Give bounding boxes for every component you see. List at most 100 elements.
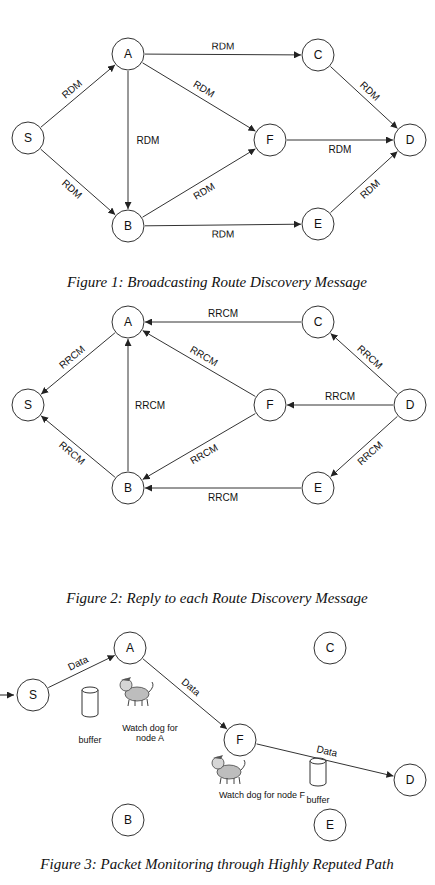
node-label: D xyxy=(406,773,415,787)
node-label: B xyxy=(124,813,132,827)
network-node: A xyxy=(111,37,145,71)
edge-label: RRCM xyxy=(133,400,167,411)
message-arrow xyxy=(41,65,115,127)
node-label: B xyxy=(124,219,132,233)
edge-label: RDM xyxy=(356,176,383,202)
node-text-holder: E xyxy=(314,217,322,231)
message-arrow xyxy=(143,331,256,397)
node-label: S xyxy=(29,688,37,702)
node-label: A xyxy=(124,315,132,329)
network-node: D xyxy=(393,123,427,157)
node-text-holder: E xyxy=(314,481,322,495)
node-text-holder: S xyxy=(24,398,32,412)
network-node: B xyxy=(111,209,145,243)
watchdog-label: Watch dog for node F xyxy=(212,790,312,800)
watchdog-label: Watch dog for node A xyxy=(115,723,185,744)
node-label: E xyxy=(314,217,322,231)
message-arrow xyxy=(128,339,129,471)
network-node: D xyxy=(393,763,427,797)
node-text-holder: S xyxy=(29,688,37,702)
node-text-holder: C xyxy=(314,315,323,329)
message-arrow xyxy=(145,224,301,226)
message-arrow xyxy=(145,322,301,323)
network-node: E xyxy=(301,207,335,241)
node-label: D xyxy=(406,133,415,147)
edge-label: RRCM xyxy=(186,342,221,369)
node-text-holder: B xyxy=(124,219,132,233)
edge-label: RDM xyxy=(210,228,237,239)
network-node: A xyxy=(111,305,145,339)
node-label: E xyxy=(326,818,334,832)
edge-label: Data xyxy=(314,743,341,759)
edge-label: Data xyxy=(178,675,204,700)
edge-label: RRCM xyxy=(354,438,387,469)
node-text-holder: A xyxy=(124,315,132,329)
edge-label: RRCM xyxy=(206,492,240,503)
node-text-holder: C xyxy=(326,641,335,655)
node-text-holder: A xyxy=(124,47,132,61)
node-text-holder: B xyxy=(124,481,132,495)
network-node: B xyxy=(111,803,145,837)
watchdog-icon xyxy=(120,677,153,706)
figure-caption: Figure 1: Broadcasting Route Discovery M… xyxy=(7,274,427,291)
edge-label: Data xyxy=(64,653,91,674)
node-text-holder: A xyxy=(126,641,134,655)
network-node: B xyxy=(111,471,145,505)
node-label: F xyxy=(266,133,273,147)
message-arrow xyxy=(143,149,256,217)
node-text-holder: D xyxy=(406,398,415,412)
network-node: F xyxy=(253,123,287,157)
edge-label: RRCM xyxy=(206,308,240,319)
network-node: F xyxy=(223,723,257,757)
node-text-holder: E xyxy=(326,818,334,832)
edge-label: RRCM xyxy=(323,391,357,402)
message-arrow xyxy=(41,149,115,215)
figure-caption: Figure 2: Reply to each Route Discovery … xyxy=(7,590,427,607)
buffer-icon xyxy=(310,758,326,786)
message-arrow xyxy=(331,151,398,212)
network-node: E xyxy=(313,808,347,842)
edge-label: RDM xyxy=(357,78,384,104)
network-node: C xyxy=(313,631,347,665)
node-text-holder: F xyxy=(236,733,243,747)
message-arrow xyxy=(143,63,256,131)
node-text-holder: F xyxy=(266,133,273,147)
message-arrow xyxy=(41,333,115,394)
network-node: F xyxy=(253,388,287,422)
node-label: C xyxy=(314,315,323,329)
edge-label: RDM xyxy=(135,135,162,146)
node-label: S xyxy=(24,131,32,145)
network-node: E xyxy=(301,471,335,505)
network-node: A xyxy=(113,631,147,665)
message-arrow xyxy=(143,659,227,729)
node-text-holder: D xyxy=(406,133,415,147)
message-arrow xyxy=(330,67,397,129)
node-label: D xyxy=(406,398,415,412)
node-label: F xyxy=(266,398,273,412)
message-arrow xyxy=(287,140,393,141)
node-text-holder: C xyxy=(314,48,323,62)
network-node: S xyxy=(11,388,45,422)
node-label: C xyxy=(314,48,323,62)
edge-label: RRCM xyxy=(354,341,387,372)
edge-label: RDM xyxy=(189,78,218,101)
message-arrow xyxy=(145,54,301,56)
node-label: F xyxy=(236,733,243,747)
node-label: C xyxy=(326,641,335,655)
network-node: S xyxy=(16,678,50,712)
node-text-holder: S xyxy=(24,131,32,145)
message-arrow xyxy=(331,333,398,393)
node-label: A xyxy=(124,47,132,61)
message-arrow xyxy=(143,414,256,480)
message-arrow xyxy=(331,416,398,476)
message-arrow xyxy=(128,71,129,209)
message-arrow xyxy=(287,405,393,406)
node-text-holder: D xyxy=(406,773,415,787)
network-node: C xyxy=(301,305,335,339)
edge-label: RRCM xyxy=(186,441,221,468)
edge-label: RDM xyxy=(327,144,354,155)
incoming-arrow xyxy=(0,695,14,696)
network-node: D xyxy=(393,388,427,422)
edge-label: RRCM xyxy=(56,341,89,371)
